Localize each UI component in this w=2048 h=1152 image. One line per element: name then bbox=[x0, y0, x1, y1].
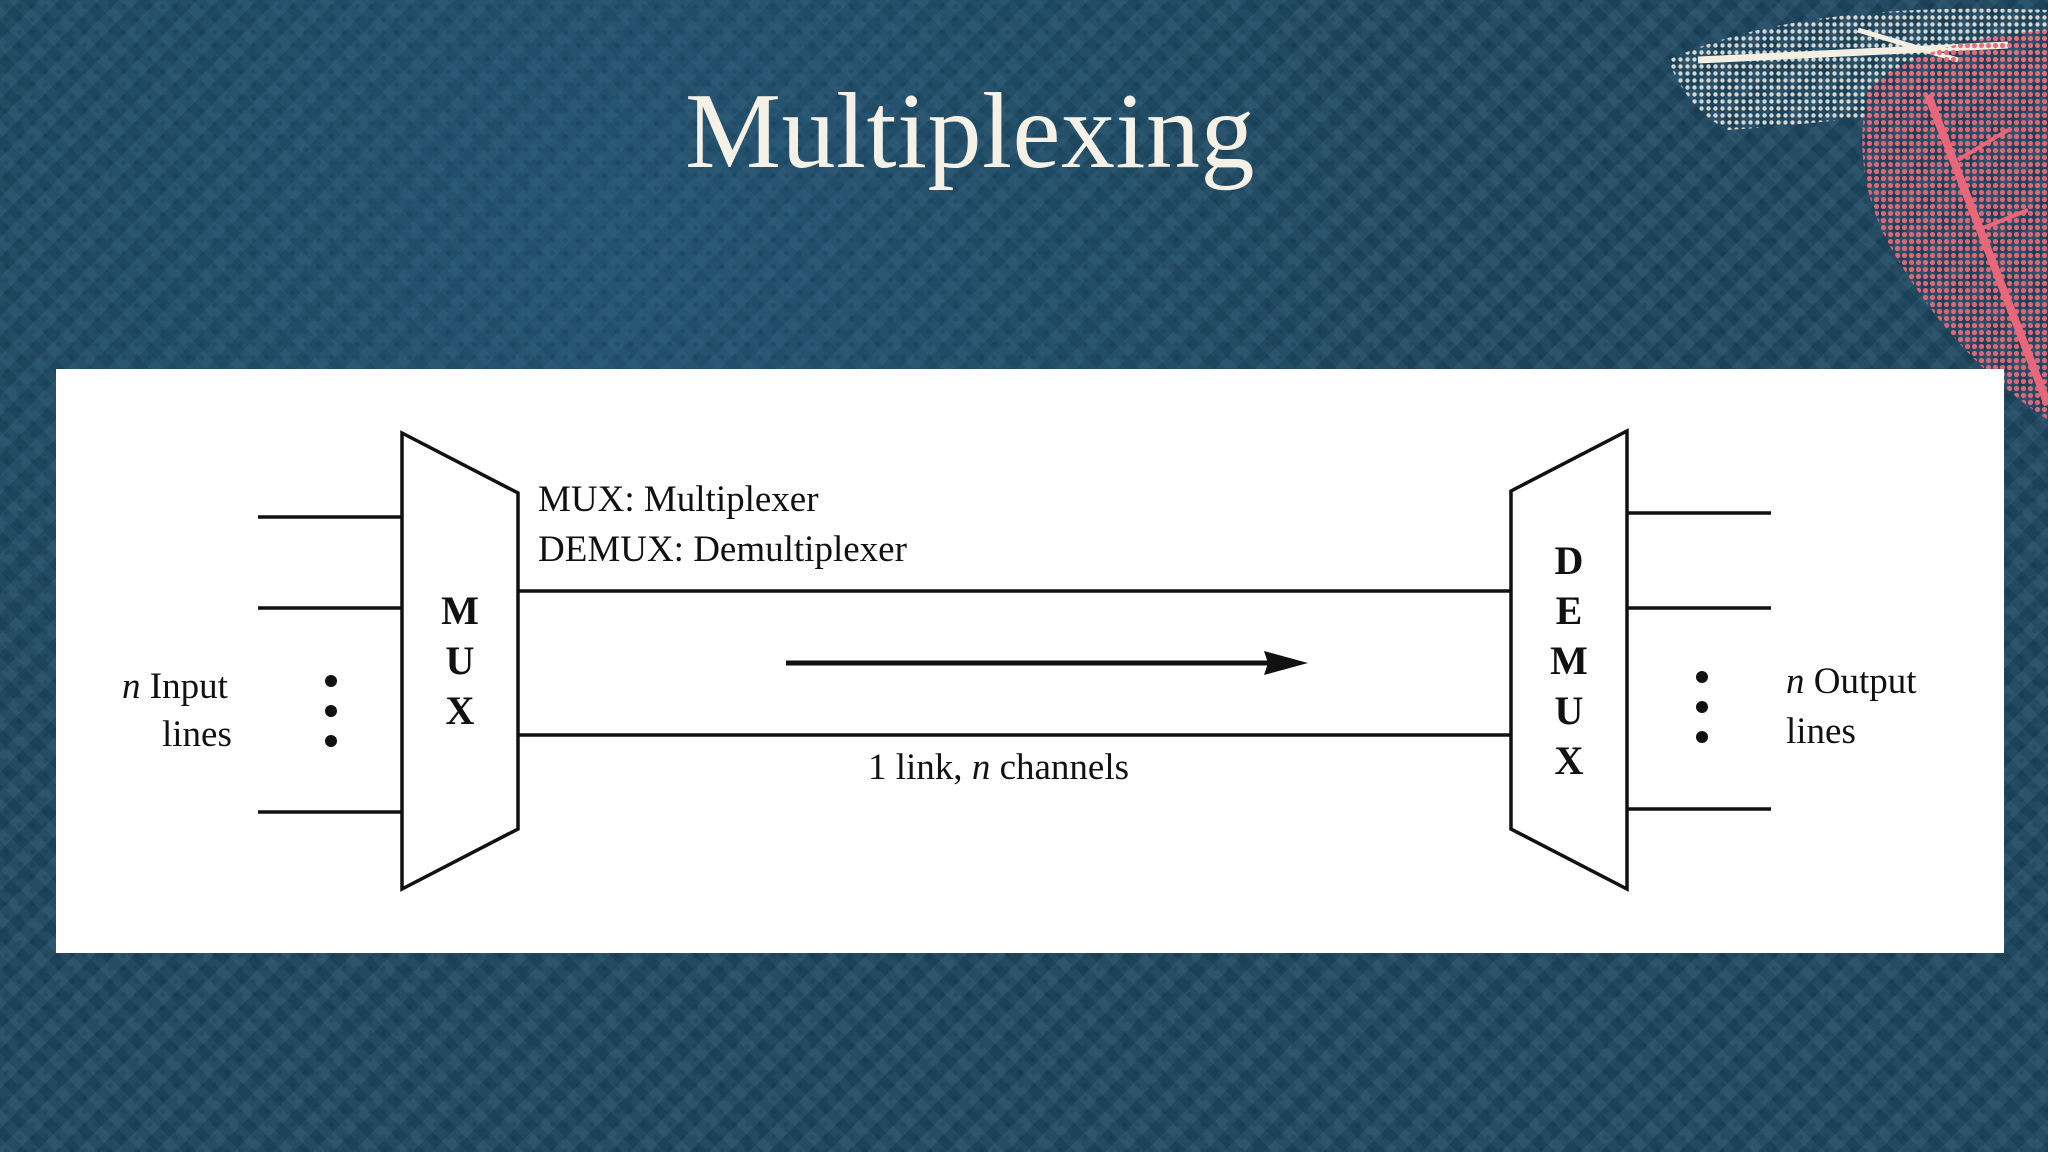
demux-letter: E bbox=[1555, 588, 1583, 633]
output-ellipsis-dot bbox=[1696, 701, 1708, 713]
input-ellipsis-dot bbox=[325, 735, 337, 747]
input-lines-label: n Input bbox=[122, 666, 228, 708]
legend-mux: MUX: Multiplexer bbox=[538, 479, 819, 520]
input-count-var: n bbox=[122, 666, 141, 707]
output-lines-label: n Output bbox=[1786, 661, 1917, 703]
decorative-leaf-graphic bbox=[1668, 8, 2048, 420]
output-ellipsis-dot bbox=[1696, 671, 1708, 683]
demux-letter: D bbox=[1554, 538, 1584, 583]
link-label-prefix: 1 link, bbox=[868, 747, 963, 788]
slide-title: Multiplexing bbox=[685, 72, 1255, 191]
legend-demux: DEMUX: Demultiplexer bbox=[538, 529, 907, 570]
mux-block bbox=[400, 430, 520, 892]
direction-arrow-head bbox=[1264, 651, 1308, 675]
output-lines-label-2: lines bbox=[1786, 711, 1856, 752]
demux-letter: U bbox=[1554, 688, 1584, 733]
output-ellipsis-dot bbox=[1696, 731, 1708, 743]
link-channels-label: 1 link, n channels bbox=[868, 747, 1129, 789]
output-count-var: n bbox=[1786, 661, 1805, 702]
multiplexing-diagram bbox=[258, 428, 1771, 892]
mux-letter: X bbox=[445, 688, 475, 733]
mux-letter: U bbox=[445, 638, 475, 683]
link-label-suffix: channels bbox=[999, 747, 1130, 788]
demux-letter: X bbox=[1554, 738, 1584, 783]
demux-letter: M bbox=[1550, 638, 1588, 683]
input-lines-label-2: lines bbox=[162, 714, 232, 755]
multiplexing-figure: MUX: Multiplexer DEMUX: Demultiplexer n … bbox=[56, 369, 2004, 953]
demux-block bbox=[1509, 428, 1629, 892]
mux-letter: M bbox=[441, 588, 479, 633]
input-ellipsis-dot bbox=[325, 705, 337, 717]
output-label-word: Output bbox=[1813, 661, 1917, 702]
input-ellipsis-dot bbox=[325, 675, 337, 687]
link-count-var: n bbox=[971, 747, 991, 788]
input-label-word: Input bbox=[149, 666, 228, 707]
